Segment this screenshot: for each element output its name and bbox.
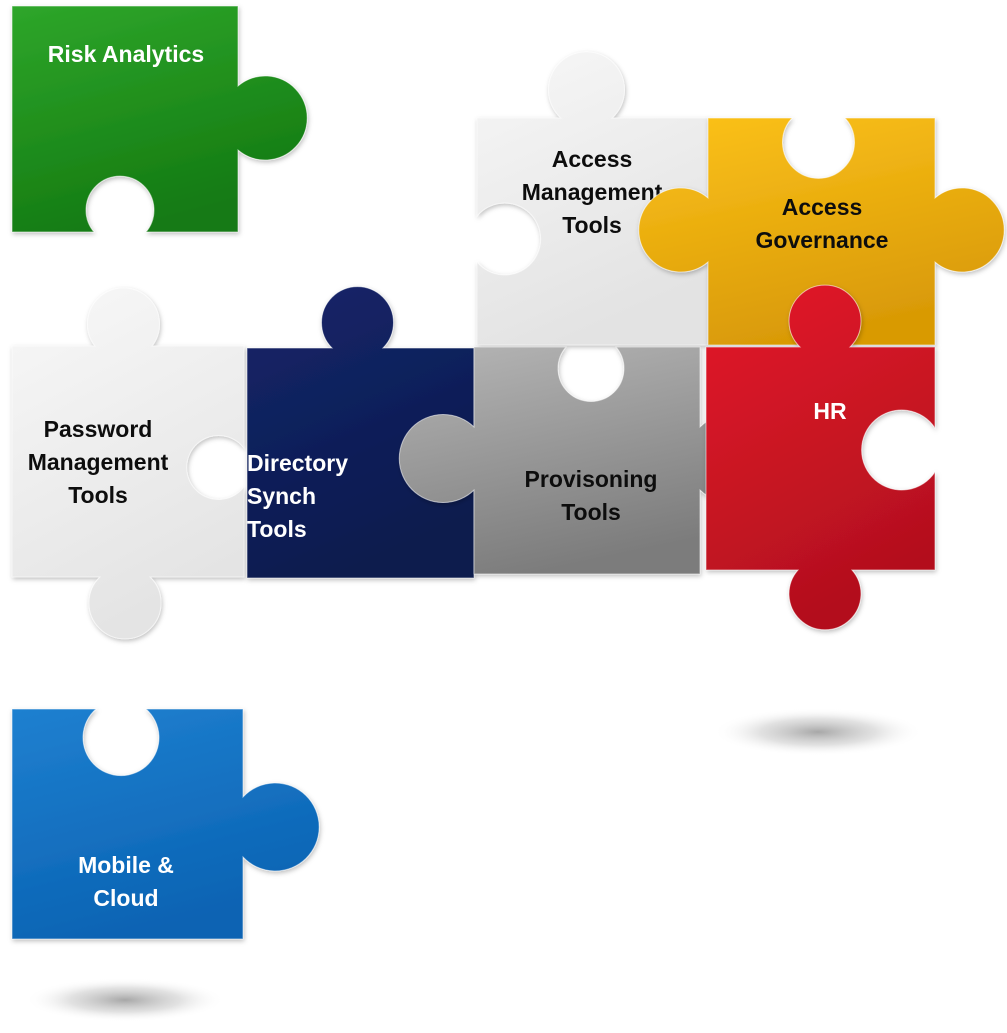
label-line: Tools <box>68 482 128 508</box>
label-line: Governance <box>756 227 889 253</box>
label-line: Access <box>782 194 863 220</box>
piece-password-management-tools-shape <box>11 287 245 640</box>
label-line: Tools <box>561 499 621 525</box>
floor-shadow-left <box>25 978 225 1022</box>
label-line: Tools <box>247 516 307 542</box>
label-line: Risk Analytics <box>48 41 204 67</box>
piece-mobile-cloud: Mobile & Cloud <box>11 708 320 940</box>
label-line: Password <box>44 416 153 442</box>
piece-directory-synch-tools-shape <box>246 286 475 579</box>
label-line: Access <box>552 146 633 172</box>
label-line: Mobile & <box>78 852 174 878</box>
label-line: Management <box>522 179 663 205</box>
piece-mobile-cloud-label: Mobile & Cloud <box>78 852 174 911</box>
floor-shadow-right <box>713 708 923 756</box>
label-line: Provisoning <box>525 466 658 492</box>
piece-hr: HR <box>705 284 936 631</box>
piece-hr-label: HR <box>813 398 847 424</box>
piece-access-governance-shape <box>638 117 1005 346</box>
label-line: Directory <box>247 450 348 476</box>
piece-risk-analytics-label: Risk Analytics <box>48 41 204 67</box>
label-line: Management <box>28 449 169 475</box>
piece-risk-analytics-shape <box>11 5 308 233</box>
piece-hr-shape <box>705 284 936 631</box>
label-line: Synch <box>247 483 316 509</box>
piece-risk-analytics: Risk Analytics <box>11 5 308 233</box>
label-line: Tools <box>562 212 622 238</box>
label-line: Cloud <box>93 885 158 911</box>
piece-mobile-cloud-shape <box>11 708 320 940</box>
label-line: HR <box>813 398 847 424</box>
